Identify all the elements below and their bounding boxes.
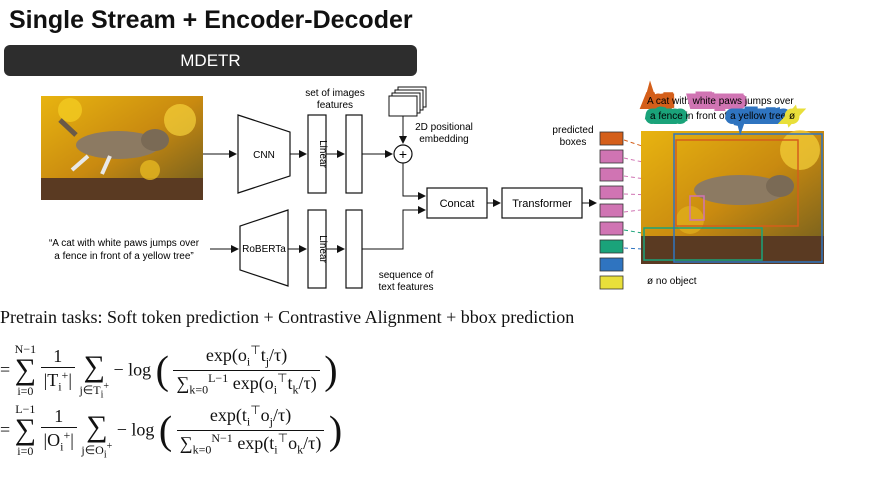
positional-embedding-stack — [388, 86, 427, 117]
text-features-label: sequence of — [379, 270, 434, 281]
soft-token-loss-equation: = N−1∑i=0 1|Ti+| ∑j∈Ti+ − log ( exp(oi⊤t… — [0, 342, 338, 401]
output-image — [641, 130, 824, 264]
svg-text:boxes: boxes — [560, 137, 587, 148]
input-image — [41, 96, 203, 200]
linear-block-text: Linear — [307, 209, 328, 289]
input-caption: “A cat with white paws jumps over — [49, 238, 200, 249]
image-features-label: set of images — [305, 88, 364, 99]
linear-label-image: Linear — [317, 140, 328, 168]
predicted-box — [599, 131, 624, 146]
predicted-box — [599, 167, 624, 182]
svg-text:embedding: embedding — [419, 134, 468, 145]
predicted-box — [599, 275, 624, 290]
cnn-label: CNN — [253, 150, 275, 161]
caption-segment: a yellow tree — [730, 111, 787, 122]
caption-segment: white paws — [692, 96, 742, 107]
transformer-label: Transformer — [512, 198, 572, 210]
predicted-boxes-stack — [599, 131, 624, 290]
cnn-block: CNN — [237, 114, 291, 194]
svg-text:features: features — [317, 100, 353, 111]
caption-segment: in front of — [683, 111, 730, 122]
predicted-box — [599, 257, 624, 272]
caption-segment: with — [669, 96, 692, 107]
svg-text:text features: text features — [378, 282, 433, 293]
concat-label: Concat — [440, 198, 475, 210]
svg-text:+: + — [399, 146, 407, 162]
roberta-label: RoBERTa — [242, 244, 286, 255]
predicted-box — [599, 185, 624, 200]
caption-segment: A cat — [647, 96, 669, 107]
concat-block — [426, 187, 488, 219]
output-caption-line2: a fence in front of a yellow tree ø — [650, 111, 795, 122]
roberta-block: RoBERTa — [239, 209, 289, 287]
pretrain-tasks: Pretrain tasks: Soft token prediction + … — [0, 307, 575, 327]
image-features-block — [345, 114, 363, 194]
mdetr-banner: MDETR — [4, 45, 417, 76]
predicted-box — [599, 203, 624, 218]
caption-segment: ø — [786, 111, 795, 122]
slide-title: Single Stream + Encoder-Decoder — [9, 6, 413, 34]
mdetr-diagram: CNN RoBERTa Linear Linear + Concat — [41, 86, 824, 293]
predicted-boxes-label: predicted — [552, 125, 593, 136]
contrastive-loss-equation: = L−1∑i=0 1|Oi+| ∑j∈Oi+ − log ( exp(ti⊤o… — [0, 402, 343, 461]
predicted-box — [599, 239, 624, 254]
predicted-box — [599, 221, 624, 236]
linear-block-image: Linear — [307, 114, 328, 194]
linear-label-text: Linear — [317, 235, 328, 263]
svg-text:a fence in front of a yellow t: a fence in front of a yellow tree” — [54, 251, 194, 262]
caption-segment: a fence — [650, 111, 683, 122]
no-object-label: ø no object — [647, 276, 697, 287]
output-caption-line1: A cat with white paws jumps over — [647, 96, 794, 107]
positional-embedding-label: 2D positional — [415, 122, 473, 133]
predicted-box — [599, 149, 624, 164]
caption-segment: jumps over — [742, 96, 794, 107]
text-features-block — [345, 209, 363, 289]
